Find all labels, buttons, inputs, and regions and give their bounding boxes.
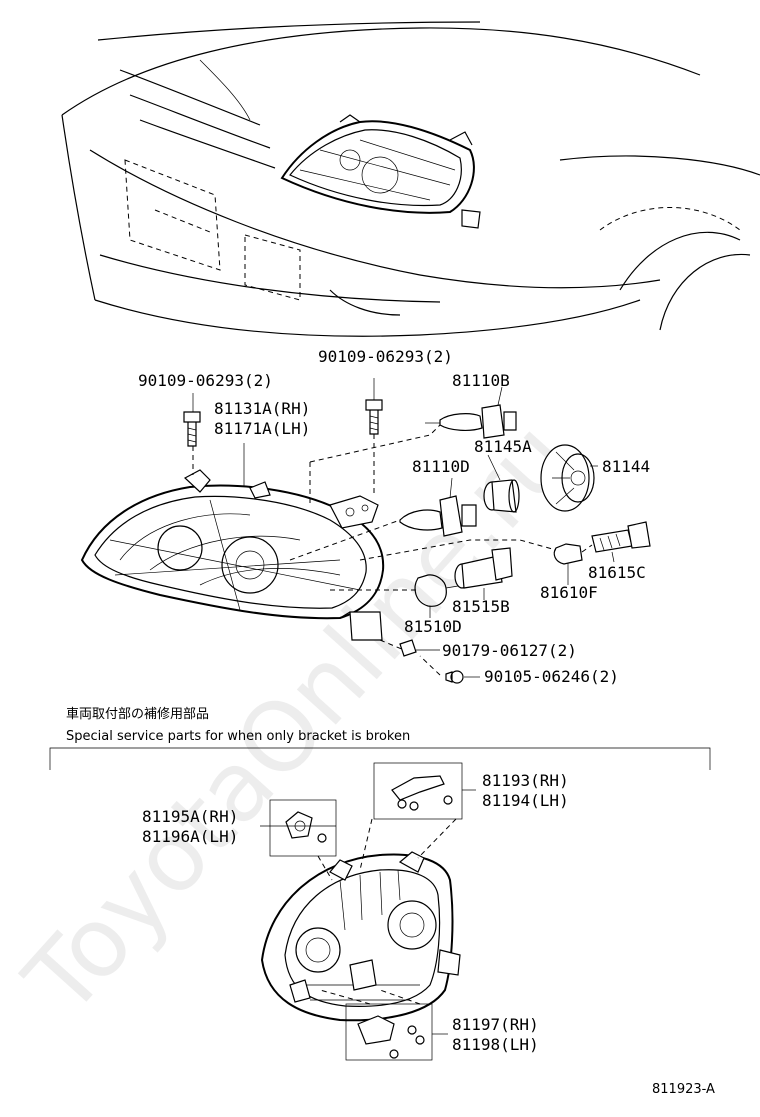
label-bracket-81193: 81193(RH) [482,771,569,790]
label-bracket-81196a: 81196A(LH) [142,827,238,846]
screw-icon [445,670,464,684]
bolt-top-icon [365,399,383,435]
leader-lines-lower [260,789,476,1035]
cap-81144-icon [540,444,595,512]
label-bracket-81194: 81194(LH) [482,791,569,810]
socket-81615c-icon [591,521,651,553]
headlamp-rear-view [260,851,461,1022]
label-nut: 90179-06127(2) [442,641,577,660]
bracket-81193-box [373,762,463,820]
bulb-81510d-icon [414,574,459,607]
bracket-81197-box [345,1003,433,1061]
bulb-81110d-icon [399,495,477,537]
bolt-left-icon [183,411,201,447]
bulb-81610f-icon [553,543,583,565]
car-front-illustration [61,21,760,337]
label-bracket-81198: 81198(LH) [452,1035,539,1054]
diagram-id: 811923-A [652,1082,715,1097]
label-screw: 90105-06246(2) [484,667,619,686]
note-english: Special service parts for when only brac… [66,729,410,744]
headlamp-unit [80,469,385,641]
socket-81515b-icon [454,547,513,589]
label-bolt-left: 90109-06293(2) [138,371,273,390]
label-cap-81144: 81144 [602,457,650,476]
label-socket-81515b: 81515B [452,597,510,616]
socket-81145a-icon [483,479,520,513]
label-bolt-top: 90109-06293(2) [318,347,453,366]
label-bracket-81195a: 81195A(RH) [142,807,238,826]
label-bracket-81197: 81197(RH) [452,1015,539,1034]
label-unit-rh: 81131A(RH) [214,399,310,418]
label-bulb-81510d: 81510D [404,617,462,636]
label-unit-lh: 81171A(LH) [214,419,310,438]
bulb-81110b-icon [425,404,517,439]
label-socket-81615c: 81615C [588,563,646,582]
label-bulb-81110d: 81110D [412,457,470,476]
label-bulb-81610f: 81610F [540,583,598,602]
section-frame [49,747,711,770]
note-japanese: 車両取付部の補修用部品 [66,707,209,722]
label-bulb-81110b: 81110B [452,371,510,390]
leader-lines [192,378,615,678]
label-socket-81145a: 81145A [474,437,532,456]
nut-icon [399,639,417,657]
